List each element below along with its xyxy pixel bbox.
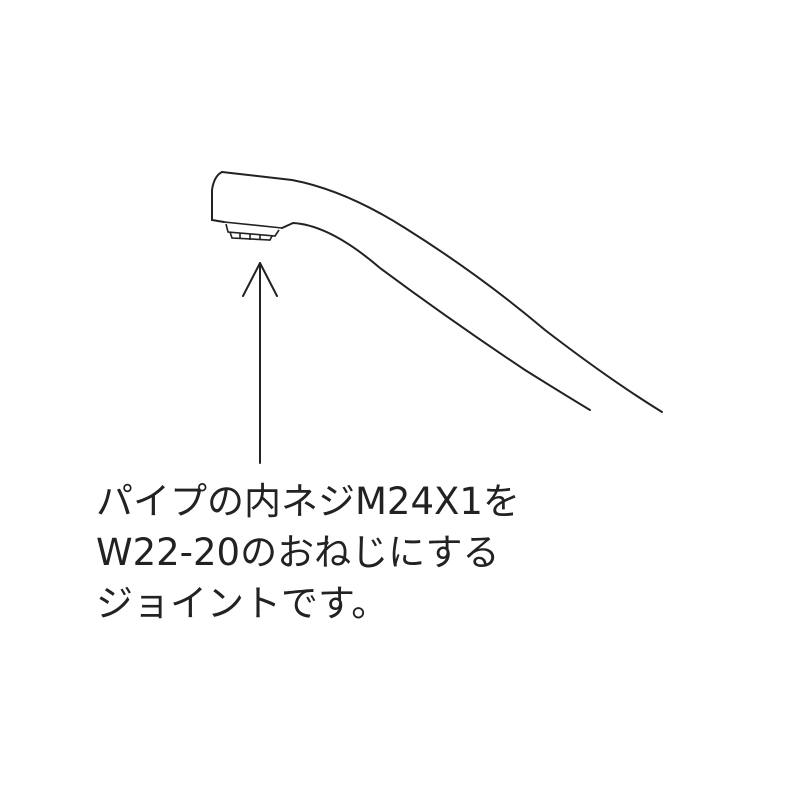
caption-line-3: ジョイントです。: [96, 582, 389, 625]
caption-line-2: W22-20のおねじにする: [96, 531, 500, 574]
arrow-up-icon: [242, 262, 278, 464]
joint-description: パイプの内ネジM24X1を W22-20のおねじにする ジョイントです。: [96, 476, 716, 629]
aerator-joint-icon: [223, 221, 283, 241]
faucet-spout-icon: [211, 171, 663, 413]
caption-line-1: パイプの内ネジM24X1を: [96, 480, 520, 523]
